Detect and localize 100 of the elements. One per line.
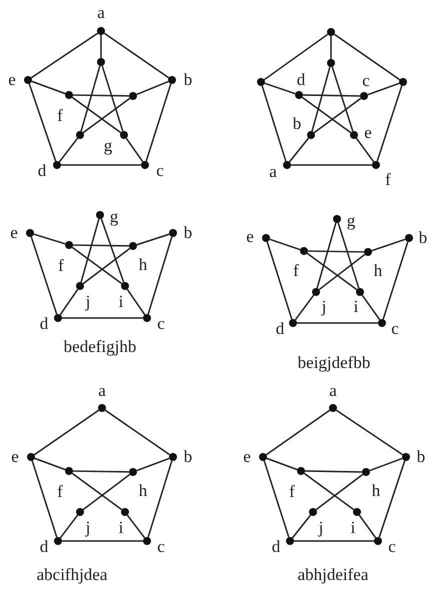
vertex-label: h bbox=[370, 483, 382, 499]
graph-edge bbox=[147, 236, 173, 314]
graph-edge bbox=[60, 514, 78, 538]
vertex-label: e bbox=[242, 449, 252, 465]
graph-edge bbox=[100, 218, 124, 282]
graph-edge bbox=[136, 80, 169, 96]
graph-edge bbox=[382, 242, 408, 320]
graph-edge bbox=[62, 317, 143, 319]
vertex-label: g bbox=[346, 213, 356, 229]
graph-edge bbox=[126, 138, 144, 162]
graph-edge bbox=[136, 234, 170, 246]
vertex-label: d bbox=[38, 539, 50, 555]
graph-edge bbox=[32, 460, 58, 538]
graph-edge bbox=[332, 66, 354, 132]
graph-edge bbox=[334, 34, 400, 80]
graph-edge bbox=[304, 472, 354, 510]
vertex-label: j bbox=[84, 294, 92, 310]
graph-edge bbox=[318, 254, 366, 290]
vertex-label: d bbox=[38, 316, 50, 332]
vertex-label: b bbox=[182, 225, 194, 241]
vertex-label: j bbox=[317, 520, 324, 536]
vertex-dot bbox=[97, 58, 105, 66]
graph-edge bbox=[288, 138, 310, 162]
graph-edge bbox=[101, 66, 124, 132]
graph-edge bbox=[358, 514, 376, 538]
vertex-label: f bbox=[292, 263, 300, 279]
graph-edge bbox=[369, 458, 403, 472]
vertex-label: c bbox=[156, 316, 166, 332]
graph-edge bbox=[264, 82, 296, 94]
vertex-label: a bbox=[96, 5, 106, 21]
graph-edge bbox=[72, 472, 122, 510]
graph-edge bbox=[104, 410, 170, 456]
vertex-label: a bbox=[328, 383, 338, 399]
graph-edge bbox=[61, 164, 141, 166]
graph-edge bbox=[294, 540, 374, 542]
graph-edge bbox=[72, 246, 122, 284]
vertex-label: c bbox=[390, 321, 400, 337]
vertex-label: b bbox=[182, 72, 194, 88]
vertex-label: f bbox=[288, 484, 296, 500]
graph-edge bbox=[378, 460, 406, 538]
vertex-label: f bbox=[56, 108, 64, 124]
path-caption: bedefigjhb bbox=[64, 338, 136, 356]
vertex-label: c bbox=[361, 73, 371, 89]
vertex-label: h bbox=[138, 483, 148, 499]
graph-edge bbox=[291, 164, 372, 166]
graph-edge bbox=[270, 238, 300, 250]
graph-edge bbox=[72, 470, 130, 473]
graph-edge bbox=[34, 458, 66, 470]
graph-edge bbox=[80, 218, 100, 282]
vertex-label: b bbox=[292, 116, 302, 132]
vertex-label: d bbox=[274, 321, 286, 337]
vertex-label: b bbox=[418, 230, 428, 246]
graph-edge bbox=[356, 138, 374, 162]
graph-edge bbox=[308, 250, 364, 253]
graph-edge bbox=[368, 82, 400, 96]
vertex-label: i bbox=[352, 299, 360, 315]
graph-edge bbox=[264, 460, 290, 538]
graph-edge bbox=[100, 35, 102, 58]
graph-edge bbox=[292, 514, 312, 538]
vertex-label: d bbox=[36, 163, 48, 179]
graph-edge bbox=[34, 410, 100, 456]
vertex-label: e bbox=[7, 72, 17, 88]
graph-edge bbox=[376, 86, 402, 162]
graph-edge bbox=[72, 94, 130, 97]
graph-edge bbox=[60, 288, 78, 316]
vertex-label: f bbox=[56, 484, 64, 500]
graph-edge bbox=[362, 294, 380, 320]
graph-edge bbox=[30, 236, 58, 314]
vertex-dot bbox=[327, 59, 335, 67]
path-caption: abhjdeifea bbox=[298, 566, 368, 584]
graph-edge bbox=[82, 474, 130, 510]
graph-edge bbox=[28, 84, 56, 162]
graph-edge bbox=[62, 540, 143, 542]
vertex-dot bbox=[399, 78, 407, 86]
vertex-label: c bbox=[156, 539, 166, 555]
vertex-label: i bbox=[350, 520, 356, 536]
graph-edge bbox=[311, 66, 331, 132]
graph-edge bbox=[147, 460, 173, 538]
vertex-label: a bbox=[268, 164, 278, 180]
graph-edge bbox=[126, 288, 146, 316]
vertex-label: h bbox=[138, 257, 148, 273]
graph-edge bbox=[80, 66, 101, 132]
vertex-label: g bbox=[108, 209, 120, 225]
graph-edge bbox=[82, 248, 130, 284]
vertex-dot bbox=[257, 78, 265, 86]
vertex-label: j bbox=[320, 299, 328, 315]
graph-edge bbox=[302, 94, 360, 97]
vertex-label: i bbox=[118, 520, 124, 536]
graph-edge bbox=[264, 34, 328, 80]
graph-edge bbox=[266, 242, 292, 320]
graph-edge bbox=[126, 514, 146, 538]
vertex-label: e bbox=[245, 229, 255, 245]
graph-edge bbox=[337, 222, 360, 288]
vertex-label: d bbox=[296, 72, 306, 88]
graph-edge bbox=[104, 32, 170, 78]
graph-edge bbox=[330, 36, 332, 59]
graph-edge bbox=[34, 233, 66, 245]
graph-edge bbox=[32, 80, 66, 94]
graph-edge bbox=[72, 96, 122, 134]
graph-edge bbox=[261, 86, 287, 162]
